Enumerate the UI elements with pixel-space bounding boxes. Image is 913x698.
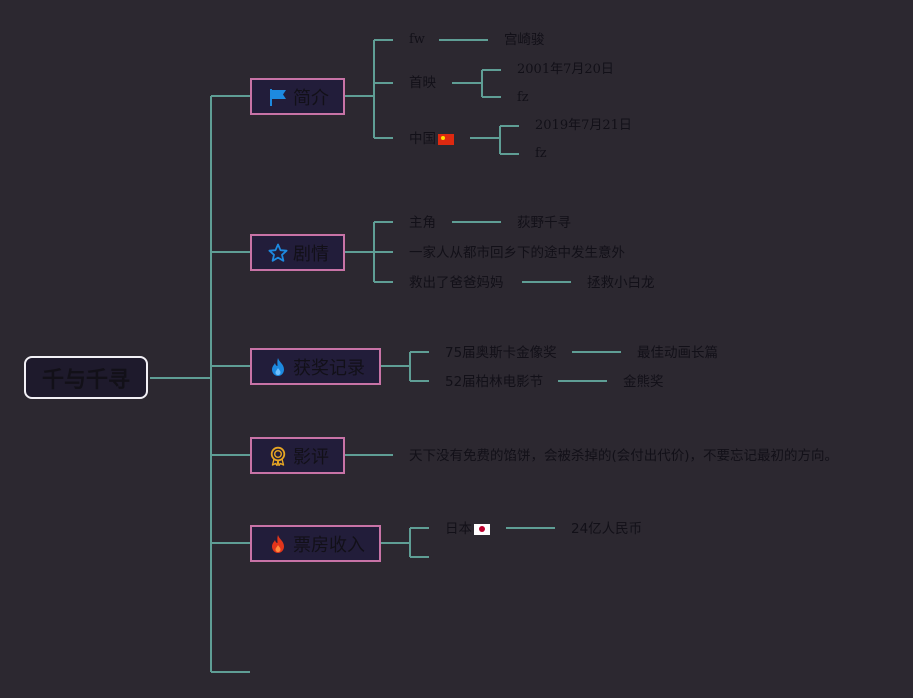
flag-icon bbox=[268, 87, 288, 107]
review-text[interactable]: 天下没有免费的馅饼，会被杀掉的(会付出代价)，不要忘记最初的方向。 bbox=[409, 448, 839, 464]
plot-summary[interactable]: 一家人从都市回乡下的途中发生意外 bbox=[409, 245, 625, 261]
china-date[interactable]: 2019年7月21日 bbox=[535, 118, 632, 133]
branch-boxoffice[interactable]: 票房收入 bbox=[250, 525, 381, 562]
branch-review[interactable]: 影评 bbox=[250, 437, 345, 474]
china-flag-icon bbox=[438, 133, 454, 145]
flame-blue-icon bbox=[268, 357, 288, 377]
branch-intro-label: 简介 bbox=[293, 87, 329, 109]
branch-boxoffice-label: 票房收入 bbox=[293, 534, 365, 556]
boxoffice-connector bbox=[381, 527, 429, 558]
japan-flag-icon bbox=[474, 523, 490, 535]
premiere-date[interactable]: 2001年7月20日 bbox=[517, 62, 614, 77]
branch-awards[interactable]: 获奖记录 bbox=[250, 348, 381, 385]
root-node[interactable]: 千与千寻 bbox=[24, 356, 148, 399]
branch-review-label: 影评 bbox=[293, 446, 329, 468]
premiere-connector bbox=[452, 69, 501, 98]
root-connector bbox=[150, 95, 250, 673]
lead-label[interactable]: 主角 bbox=[409, 215, 436, 231]
china-item[interactable]: 中国 bbox=[409, 131, 454, 147]
oscar-label[interactable]: 75届奥斯卡金像奖 bbox=[445, 345, 557, 361]
china-label: 中国 bbox=[409, 131, 436, 147]
branch-plot-label: 剧情 bbox=[293, 243, 329, 265]
lead-value[interactable]: 荻野千寻 bbox=[517, 215, 571, 231]
berlin-label[interactable]: 52届柏林电影节 bbox=[445, 374, 544, 390]
fw-value[interactable]: 宫崎骏 bbox=[504, 32, 545, 48]
intro-connector bbox=[345, 39, 393, 139]
berlin-value[interactable]: 金熊奖 bbox=[623, 374, 664, 390]
rescue-label[interactable]: 救出了爸爸妈妈 bbox=[409, 275, 504, 291]
japan-value[interactable]: 24亿人民币 bbox=[571, 521, 643, 537]
flame-red-icon bbox=[268, 534, 288, 554]
oscar-value[interactable]: 最佳动画长篇 bbox=[637, 345, 718, 361]
branch-intro[interactable]: 简介 bbox=[250, 78, 345, 115]
star-icon bbox=[268, 243, 288, 263]
medal-icon bbox=[268, 446, 288, 466]
china-note[interactable]: fz bbox=[535, 146, 547, 161]
japan-item[interactable]: 日本 bbox=[445, 521, 490, 537]
awards-connector bbox=[381, 351, 429, 382]
rescue-value[interactable]: 拯救小白龙 bbox=[587, 275, 655, 291]
china-connector bbox=[470, 125, 519, 155]
japan-label: 日本 bbox=[445, 521, 472, 537]
plot-connector bbox=[345, 221, 393, 283]
premiere-note[interactable]: fz bbox=[517, 90, 529, 105]
branch-awards-label: 获奖记录 bbox=[293, 357, 365, 379]
fw-label[interactable]: fw bbox=[409, 32, 425, 47]
branch-plot[interactable]: 剧情 bbox=[250, 234, 345, 271]
premiere-label[interactable]: 首映 bbox=[409, 75, 436, 91]
